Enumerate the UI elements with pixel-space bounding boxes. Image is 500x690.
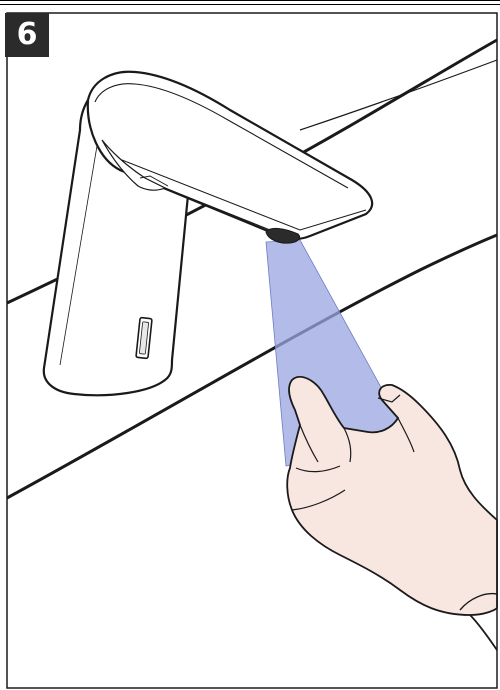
sleeve-cuff (470, 615, 497, 650)
step-number-badge: 6 (5, 13, 49, 57)
hand (287, 377, 497, 615)
sink-rim-line (300, 60, 497, 130)
